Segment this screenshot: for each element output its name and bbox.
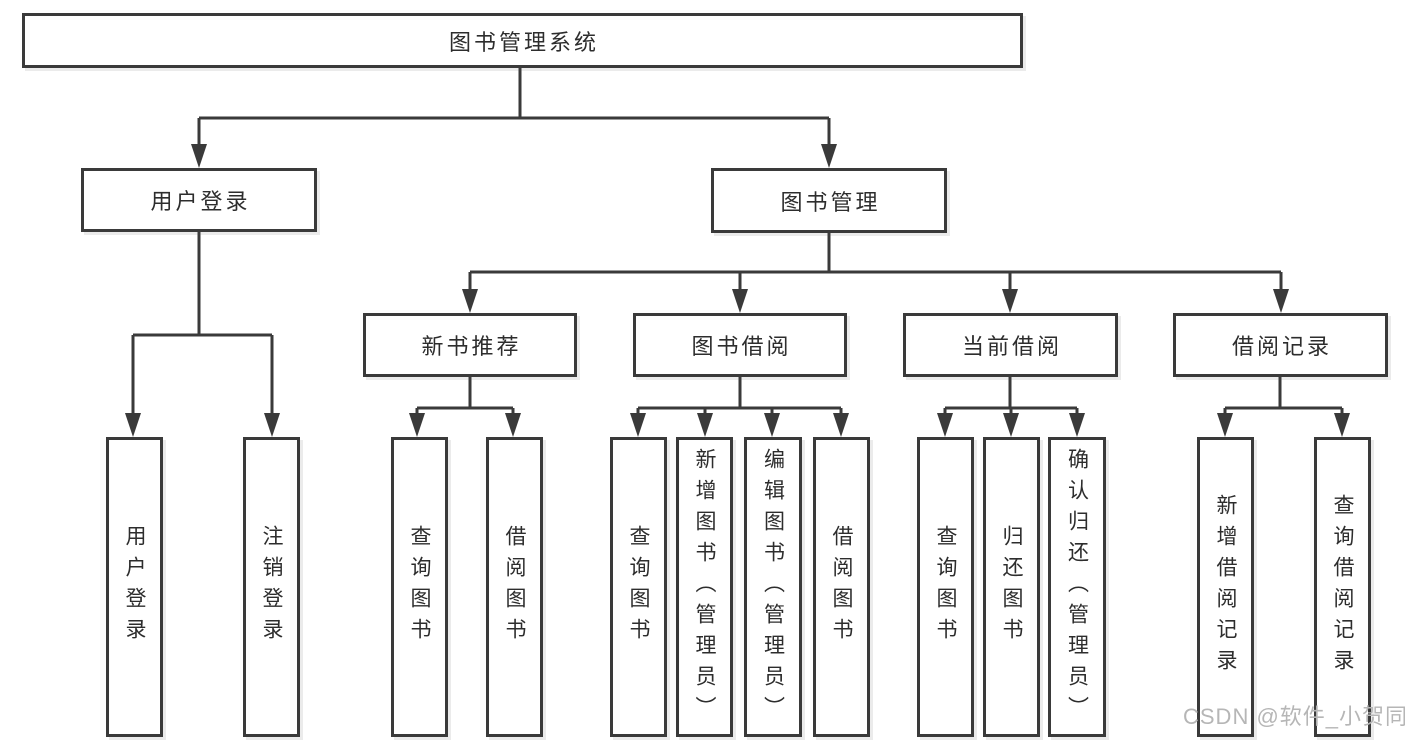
node-book-borrowing: 图书借阅 [633,313,847,377]
node-leaf-query-books-current: 查询图书 [917,437,974,737]
node-leaf-query-books-recommend: 查询图书 [391,437,448,737]
node-user-login: 用户登录 [81,168,317,232]
node-leaf-edit-book-admin: 编辑图书（管理员） [744,437,802,737]
leaf-label: 归还图书 [1000,525,1023,649]
node-new-book-recommend: 新书推荐 [363,313,577,377]
leaf-label: 查询图书 [627,525,650,649]
leaf-label: 新增图书（管理员） [693,447,716,727]
leaf-label: 新增借阅记录 [1214,494,1237,680]
node-leaf-add-book-admin: 新增图书（管理员） [676,437,733,737]
csdn-watermark: CSDN @软件_小贺同学 [1183,704,1405,729]
leaf-label: 查询图书 [934,525,957,649]
node-library-management-system: 图书管理系统 [22,13,1023,68]
node-leaf-return-book: 归还图书 [983,437,1040,737]
node-leaf-borrow-books-recommend: 借阅图书 [486,437,543,737]
leaf-label: 借阅图书 [503,525,526,649]
node-leaf-logout: 注销登录 [243,437,300,737]
node-leaf-query-borrow-record: 查询借阅记录 [1314,437,1371,737]
leaf-label: 查询借阅记录 [1331,494,1354,680]
node-leaf-confirm-return-admin: 确认归还（管理员） [1048,437,1106,737]
node-current-borrowing: 当前借阅 [903,313,1118,377]
node-leaf-add-borrow-record: 新增借阅记录 [1197,437,1254,737]
node-leaf-query-books-borrowing: 查询图书 [610,437,667,737]
leaf-label: 确认归还（管理员） [1065,447,1089,727]
node-book-management: 图书管理 [711,168,947,233]
leaf-label: 编辑图书（管理员） [761,447,785,727]
node-leaf-user-login: 用户登录 [106,437,163,737]
leaf-label: 借阅图书 [830,525,853,649]
leaf-label: 用户登录 [123,525,146,649]
leaf-label: 查询图书 [408,525,431,649]
leaf-label: 注销登录 [260,525,283,649]
node-borrow-records: 借阅记录 [1173,313,1388,377]
node-leaf-borrow-book: 借阅图书 [813,437,870,737]
